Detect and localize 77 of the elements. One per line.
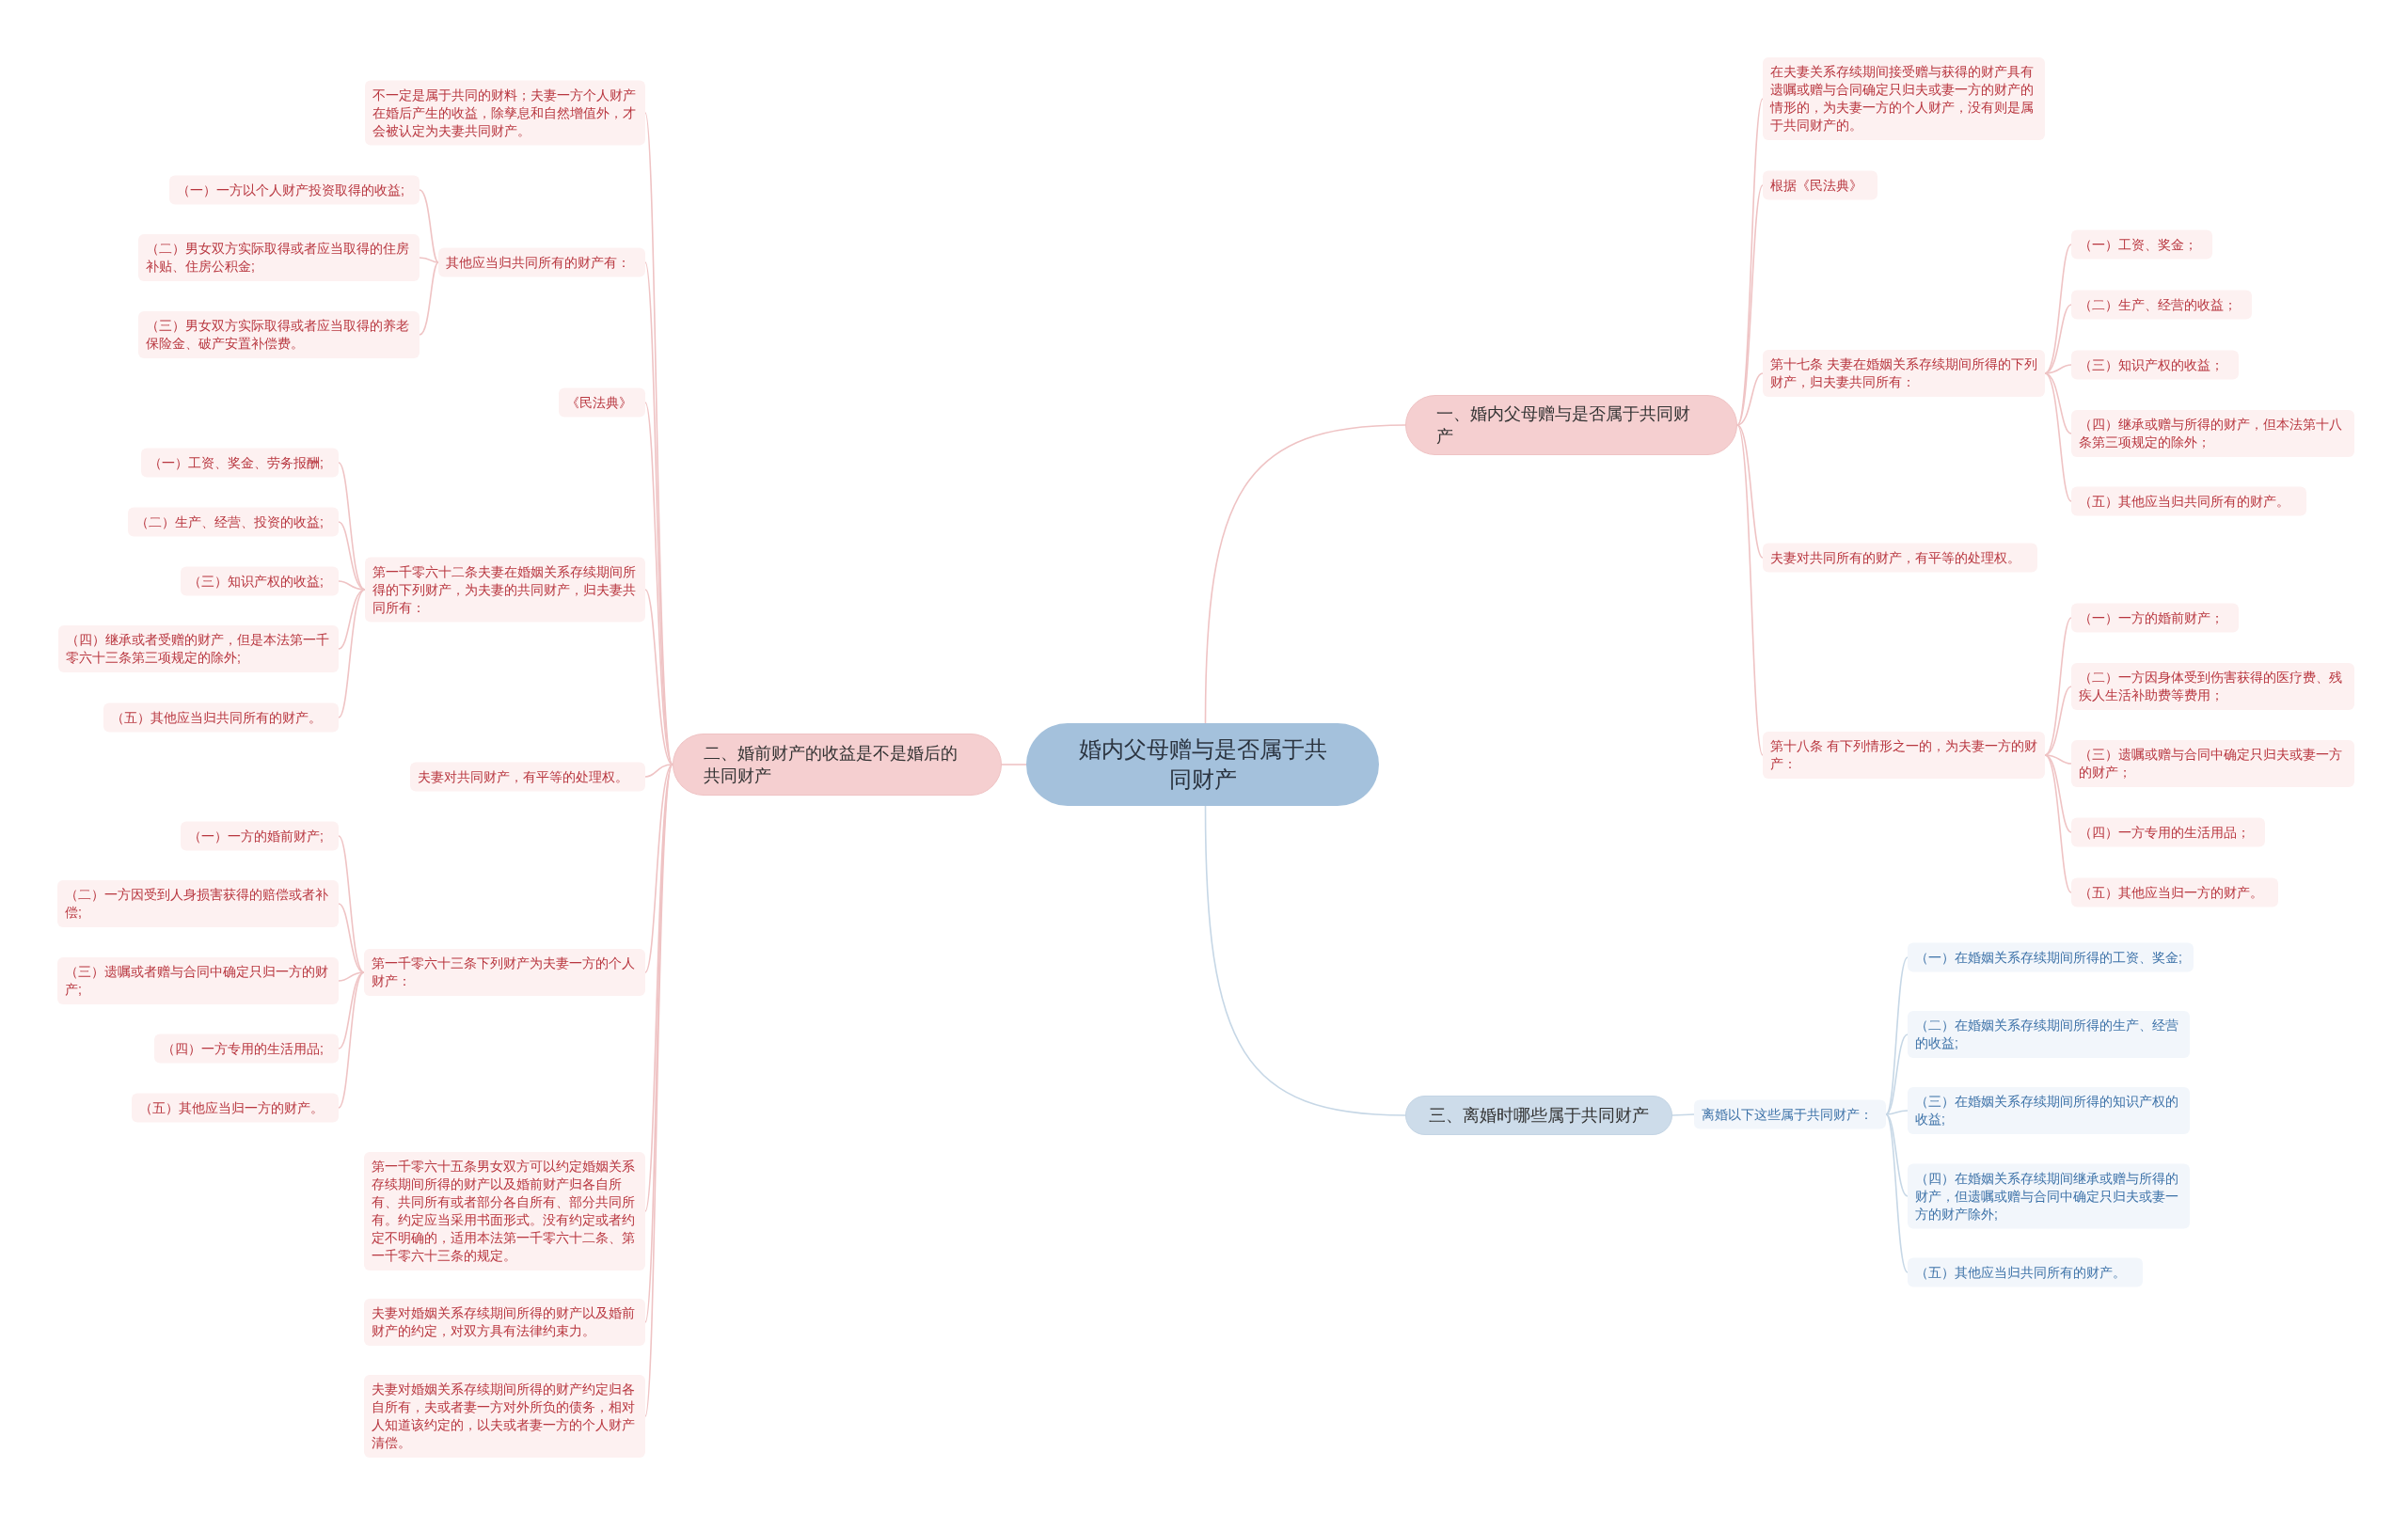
subtopic: 在夫妻关系存续期间接受赠与获得的财产具有遗嘱或赠与合同确定只归夫或妻一方的财产的情形的，为夫妻一方的个人财产，没有则是属于共同财产的。 bbox=[1763, 57, 2045, 140]
connector-line bbox=[1204, 424, 1406, 724]
subtopic: 第一千零六十三条下列财产为夫妻一方的个人财产： bbox=[364, 949, 645, 996]
subtopic: （三）在婚姻关系存续期间所得的知识产权的收益; bbox=[1908, 1087, 2190, 1134]
subtopic: 离婚以下这些属于共同财产： bbox=[1694, 1099, 1886, 1129]
connector-line bbox=[338, 971, 365, 1109]
central-topic: 婚内父母赠与是否属于共同财产 bbox=[1026, 723, 1379, 806]
subtopic: （一）一方以个人财产投资取得的收益; bbox=[169, 175, 420, 205]
main-topic: 一、婚内父母赠与是否属于共同财产 bbox=[1405, 395, 1737, 455]
connector-line bbox=[419, 189, 439, 263]
connector-line bbox=[1885, 1113, 1909, 1273]
main-topic: 二、婚前财产的收益是不是婚后的共同财产 bbox=[673, 734, 1002, 796]
subtopic: 夫妻对婚姻关系存续期间所得的财产以及婚前财产的约定，对双方具有法律约束力。 bbox=[364, 1299, 645, 1346]
subtopic: 夫妻对共同所有的财产，有平等的处理权。 bbox=[1763, 543, 2037, 573]
connector-line bbox=[1736, 424, 1764, 756]
subtopic: （二）生产、经营、投资的收益; bbox=[128, 507, 339, 537]
subtopic: （五）其他应当归一方的财产。 bbox=[132, 1093, 339, 1123]
subtopic: 第十八条 有下列情形之一的，为夫妻一方的财产： bbox=[1763, 732, 2045, 779]
connector-line bbox=[419, 257, 439, 263]
connector-line bbox=[1671, 1113, 1695, 1116]
subtopic: （四）一方专用的生活用品; bbox=[154, 1034, 339, 1064]
connector-line bbox=[419, 261, 439, 336]
subtopic: 不一定是属于共同的财料；夫妻一方个人财产在婚后产生的收益，除孳息和自然增值外，才会被认定为夫妻共同财产。 bbox=[365, 80, 645, 146]
connector-line bbox=[2044, 754, 2072, 893]
subtopic: （二）在婚姻关系存续期间所得的生产、经营的收益; bbox=[1908, 1011, 2190, 1058]
subtopic: （三）遗嘱或赠与合同中确定只归夫或妻一方的财产； bbox=[2071, 740, 2354, 787]
connector-line bbox=[2044, 754, 2072, 833]
main-topic: 三、离婚时哪些属于共同财产 bbox=[1405, 1096, 1672, 1135]
subtopic: （四）在婚姻关系存续期间继承或赠与所得的财产，但遗嘱或赠与合同中确定只归夫或妻一方的财产除外; bbox=[1908, 1163, 2190, 1229]
subtopic: 夫妻对共同财产，有平等的处理权。 bbox=[410, 762, 645, 792]
subtopic: （三）遗嘱或者赠与合同中确定只归一方的财产; bbox=[57, 957, 339, 1004]
subtopic: （五）其他应当归共同所有的财产。 bbox=[1908, 1257, 2143, 1287]
subtopic: （一）一方的婚前财产； bbox=[2071, 603, 2239, 633]
subtopic: 第一千零六十二条夫妻在婚姻关系存续期间所得的下列财产，为夫妻的共同财产，归夫妻共同所有： bbox=[365, 557, 645, 623]
connector-line bbox=[644, 764, 673, 778]
connector-line bbox=[338, 903, 365, 973]
subtopic: （五）其他应当归一方的财产。 bbox=[2071, 877, 2278, 907]
connector-line bbox=[644, 589, 673, 765]
subtopic: （四）一方专用的生活用品； bbox=[2071, 817, 2265, 847]
connector-line bbox=[1885, 956, 1909, 1115]
connector-line bbox=[1736, 98, 1764, 426]
subtopic: （四）继承或者受赠的财产，但是本法第一千零六十三条第三项规定的除外; bbox=[58, 625, 339, 672]
connector-line bbox=[644, 764, 673, 973]
connector-line bbox=[1736, 184, 1764, 426]
connector-line bbox=[1736, 424, 1764, 559]
subtopic: （二）生产、经营的收益； bbox=[2071, 290, 2252, 320]
connector-line bbox=[2044, 304, 2072, 374]
connector-line bbox=[1001, 764, 1027, 765]
subtopic: 根据《民法典》 bbox=[1763, 170, 1877, 200]
connector-line bbox=[338, 589, 366, 718]
subtopic: （一）在婚姻关系存续期间所得的工资、奖金; bbox=[1908, 942, 2194, 972]
subtopic: （三）知识产权的收益； bbox=[2071, 350, 2239, 380]
connector-line bbox=[1885, 1110, 1909, 1115]
subtopic: （一）工资、奖金； bbox=[2071, 229, 2212, 260]
subtopic: （一）工资、奖金、劳务报酬; bbox=[141, 448, 339, 478]
subtopic: （五）其他应当归共同所有的财产。 bbox=[103, 702, 339, 733]
subtopic: （二）男女双方实际取得或者应当取得的住房补贴、住房公积金; bbox=[138, 234, 420, 281]
connector-line bbox=[2044, 686, 2072, 756]
subtopic: 其他应当归共同所有的财产有： bbox=[438, 247, 645, 277]
connector-line bbox=[338, 835, 365, 973]
subtopic: 夫妻对婚姻关系存续期间所得的财产约定归各自所有，夫或者妻一方对外所负的债务，相对人知道该约定的，以夫或者妻一方的个人财产清偿。 bbox=[364, 1375, 645, 1458]
subtopic: 《民法典》 bbox=[559, 387, 645, 418]
subtopic: （五）其他应当归共同所有的财产。 bbox=[2071, 486, 2306, 516]
subtopic: （二）一方因身体受到伤害获得的医疗费、残疾人生活补助费等费用； bbox=[2071, 663, 2354, 710]
connector-line bbox=[1204, 805, 1406, 1116]
subtopic: （二）一方因受到人身损害获得的赔偿或者补偿; bbox=[57, 880, 339, 927]
subtopic: （四）继承或赠与所得的财产，但本法第十八条第三项规定的除外； bbox=[2071, 410, 2354, 457]
subtopic: （三）男女双方实际取得或者应当取得的养老保险金、破产安置补偿费。 bbox=[138, 311, 420, 358]
connector-line bbox=[2044, 372, 2072, 502]
connector-line bbox=[1885, 1113, 1909, 1197]
connector-line bbox=[338, 521, 366, 591]
connector-line bbox=[1885, 1034, 1909, 1115]
subtopic: 第十七条 夫妻在婚姻关系存续期间所得的下列财产，归夫妻共同所有： bbox=[1763, 350, 2045, 397]
subtopic: （三）知识产权的收益; bbox=[181, 566, 339, 596]
subtopic: 第一千零六十五条男女双方可以约定婚姻关系存续期间所得的财产以及婚前财产归各自所有、共同所有或者部分各自所有、部分共同所有。约定应当采用书面形式。没有约定或者约定不明确的，适用本法第一千零六十二条、第一千零六十三条的规定。 bbox=[364, 1152, 645, 1270]
subtopic: （一）一方的婚前财产; bbox=[181, 821, 339, 851]
connector-line bbox=[1736, 372, 1764, 426]
